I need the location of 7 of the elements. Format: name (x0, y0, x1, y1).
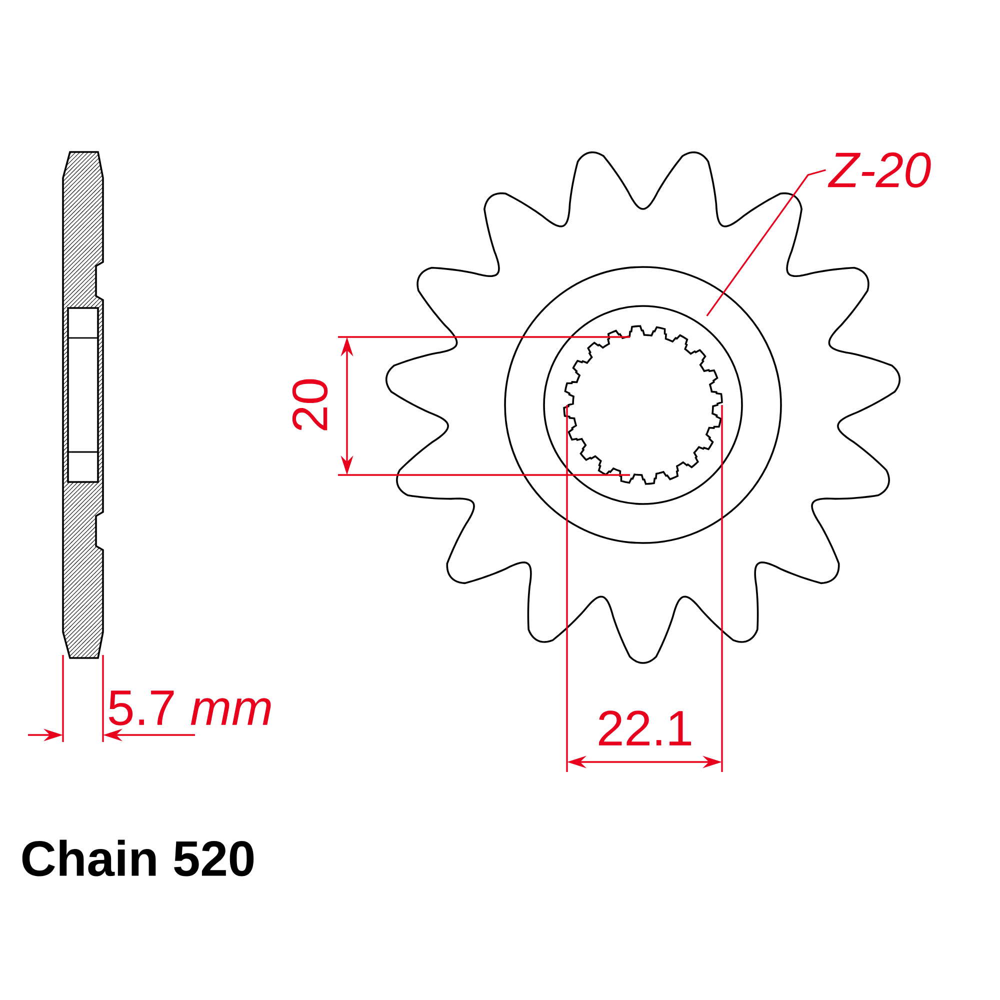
splined-hole (563, 325, 723, 485)
caption-text: Chain 520 (22, 840, 254, 876)
callout-label: Z-20 (828, 152, 931, 188)
dimension-label: 20 (292, 379, 328, 430)
dimension-label: 5.7 mm (108, 690, 271, 726)
dimension-label: 22.1 (599, 710, 692, 746)
leader-line (706, 169, 826, 316)
